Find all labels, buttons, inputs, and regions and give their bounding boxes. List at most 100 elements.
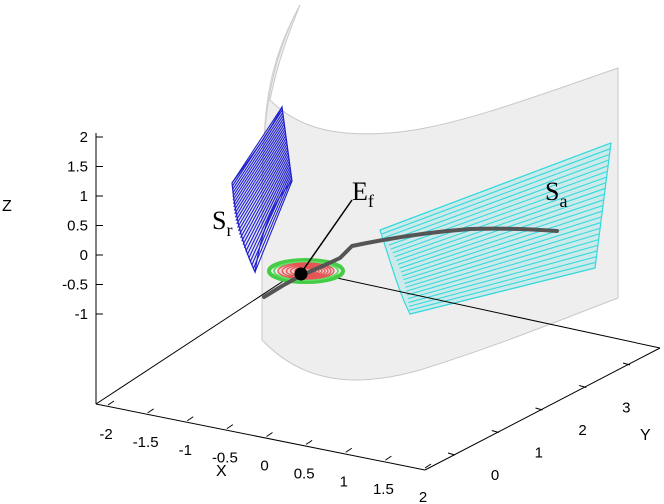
z-tick-label: -0.5	[62, 277, 88, 294]
x-tick-label: 0.5	[294, 465, 315, 482]
sa-label: Sa	[545, 177, 567, 211]
x-tick-mark	[424, 463, 432, 469]
sr-hatch-line	[233, 126, 286, 208]
sr-hatch-line	[254, 180, 293, 273]
back-floor-edge-x	[95, 269, 301, 405]
sr-hatch-line	[235, 138, 287, 221]
spiral-outer-green-inner	[273, 261, 339, 281]
spiral-red-ring	[294, 266, 323, 276]
sa-hatch-line	[400, 204, 604, 273]
x-tick-label: -0.5	[212, 450, 238, 467]
ef-label: Ef	[352, 177, 374, 211]
z-axis-label: Z	[2, 198, 12, 215]
z-tick-label: 2	[80, 129, 88, 146]
x-tick-label: -1.5	[133, 434, 159, 451]
sa-hatch-line	[384, 153, 610, 239]
x-tick-label: -2	[99, 426, 112, 443]
sr-hatch-line	[241, 155, 290, 242]
sr-hatch-line	[232, 120, 285, 201]
z-tick-label: 0.5	[67, 218, 88, 235]
x-axis-ticks: -2 -1.5 -1 -0.5 0 0.5 1 1.5 2	[99, 400, 432, 504]
sa-hatch-line	[409, 267, 596, 315]
sa-hatch-line	[405, 227, 601, 288]
sa-hatch-line	[382, 148, 611, 235]
sr-hatch-line	[246, 166, 291, 256]
y-tick-label: 2	[578, 422, 586, 439]
z-tick-label: 1.5	[67, 159, 88, 176]
sa-hatch-line	[409, 261, 596, 311]
sa-hatch-line	[402, 210, 603, 277]
repelling-slow-manifold	[231, 104, 293, 275]
sr-hatch-line	[249, 172, 292, 262]
sa-hatch-line	[390, 170, 608, 250]
sr-hatch-line	[237, 143, 288, 228]
sa-hatch-line	[392, 176, 607, 254]
x-tick-label: 2	[419, 489, 427, 504]
x-tick-label: 0	[260, 458, 268, 475]
y-tick-label: 1	[535, 445, 543, 462]
x-axis-label: X	[216, 463, 227, 480]
x-tick-label: 1	[340, 473, 348, 490]
y-axis-line	[424, 347, 661, 471]
sr-hatch-line	[231, 112, 284, 191]
x-tick-label: -1	[179, 442, 192, 459]
y-tick-label: 3	[622, 400, 630, 417]
sa-hatch-line	[379, 142, 612, 231]
y-tick-mark	[535, 407, 543, 411]
y-axis-label: Y	[640, 427, 651, 444]
z-tick-label: -1	[75, 306, 88, 323]
sr-hatch-line	[252, 177, 293, 269]
spiral-red-ring	[289, 265, 326, 277]
spiral-outer-green	[267, 258, 345, 284]
sr-hatch-line	[238, 149, 289, 235]
sa-hatch-line	[406, 239, 599, 296]
x-tick-mark	[186, 416, 194, 422]
sa-hatch-line	[403, 216, 602, 281]
sa-hatch-line	[396, 187, 606, 262]
sr-hatch-line	[251, 175, 292, 266]
sa-hatch-line	[404, 222, 601, 284]
sr-hatch-line	[236, 140, 288, 225]
sr-hatch-line	[234, 132, 286, 215]
x-axis-line	[95, 403, 426, 471]
y-tick-mark	[491, 430, 499, 433]
x-tick-mark	[147, 408, 154, 414]
sr-hatch-line	[231, 106, 283, 184]
sr-hatch-line	[232, 115, 284, 194]
back-floor-edge-y	[299, 269, 661, 349]
y-tick-mark	[622, 362, 631, 366]
y-tick-mark	[447, 452, 456, 456]
y-axis-ticks: 01234	[447, 362, 631, 484]
sr-hatch-line	[232, 118, 284, 197]
sr-hatch-line	[232, 123, 285, 204]
sr-hatch-line	[233, 129, 286, 211]
z-tick-label: 1	[80, 188, 88, 205]
z-tick-label: 0	[80, 247, 88, 264]
surface-fold-edge	[263, 4, 301, 141]
sa-hatch-line	[408, 256, 597, 307]
sa-hatch-line	[399, 199, 604, 269]
y-tick-label: 0	[491, 467, 499, 484]
x-tick-mark	[305, 439, 313, 445]
sa-hatch-line	[407, 244, 599, 300]
x-tick-mark	[266, 432, 273, 437]
x-tick-mark	[107, 400, 115, 406]
x-tick-label: 1.5	[373, 481, 394, 498]
z-axis-ticks: 2 1.5 1 0.5 0 -0.5 -1	[62, 129, 103, 323]
x-tick-mark	[345, 447, 353, 453]
sr-hatch-line	[237, 146, 288, 232]
sa-hatch-line	[394, 182, 607, 258]
y-tick-mark	[579, 385, 587, 388]
trajectory-curve	[262, 226, 559, 299]
sr-hatch-line	[242, 157, 290, 245]
sr-hatch-line	[234, 135, 287, 218]
sr-hatch-line	[248, 169, 291, 259]
sr-hatch-line	[231, 109, 283, 187]
sr-hatch-line	[245, 163, 291, 252]
sa-hatch-line	[408, 250, 598, 304]
sa-hatch-line	[406, 233, 600, 292]
sr-label: Sr	[212, 206, 232, 240]
x-tick-mark	[385, 455, 392, 461]
